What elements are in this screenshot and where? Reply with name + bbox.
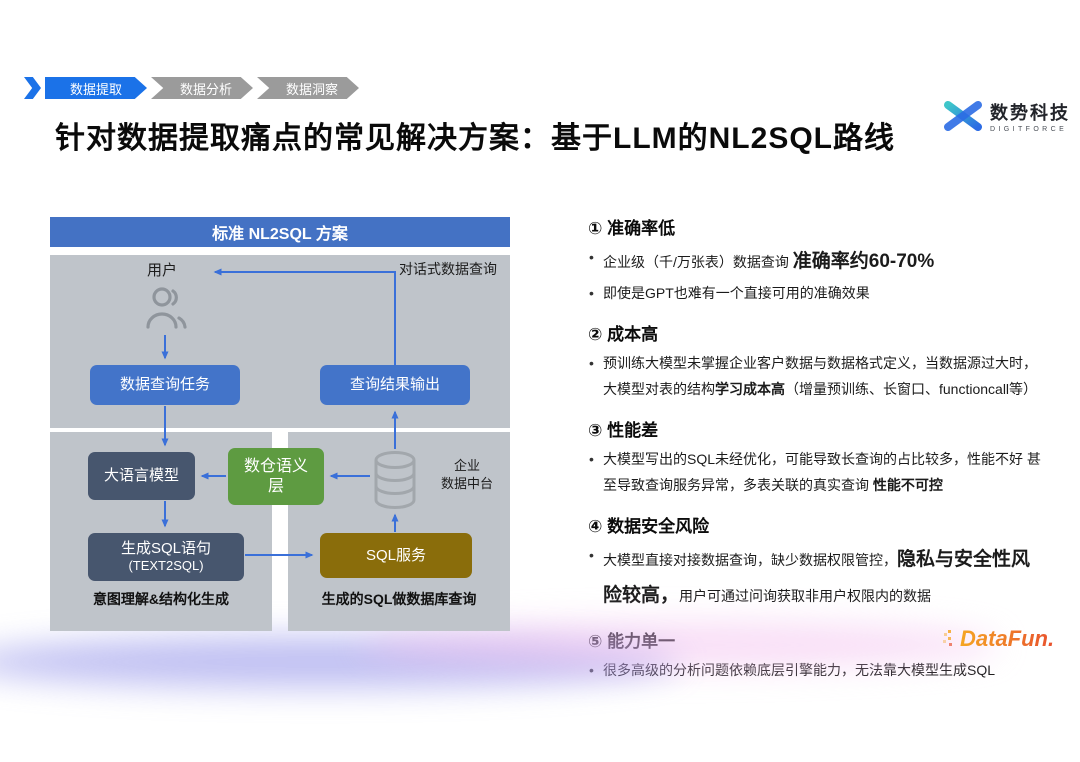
issue-heading: ③ 性能差 (588, 416, 1044, 441)
issue-accuracy: ① 准确率低 • 企业级（千/万张表）数据查询 准确率约60-70% • 即使是GP… (588, 214, 1044, 307)
breadcrumb-item-data-insight: 数据洞察 (257, 77, 359, 99)
datafun-pixels-icon (948, 630, 958, 648)
bullet-text-bold: 隐私与安全性风险较高， (603, 549, 1031, 607)
issue-cost: ② 成本高 • 预训练大模型未掌握企业客户数据与数据格式定义，当数据源过大时，大模… (588, 320, 1044, 403)
caption-intent-understanding: 意图理解&结构化生成 (92, 591, 230, 607)
database-cylinder-icon (374, 451, 416, 509)
node-query-result-output: 查询结果输出 (320, 365, 470, 405)
enterprise-line1: 企业 (453, 458, 480, 473)
bullet-text: 用户可通过问询获取非用户权限内的数据 (679, 588, 932, 605)
issue-number: ① (588, 219, 603, 238)
issue-security: ④ 数据安全风险 • 大模型直接对接数据查询，缺少数据权限管控，隐私与安全性风险较… (588, 512, 1044, 614)
issue-title: 成本高 (607, 324, 659, 344)
breadcrumb-item-data-extraction: 数据提取 (45, 77, 147, 99)
caption-sql-db-query: 生成的SQL做数据库查询 (321, 591, 477, 607)
issue-performance: ③ 性能差 • 大模型写出的SQL未经优化，可能导致长查询的占比较多，性能不好 甚… (588, 416, 1044, 499)
issue-number: ② (588, 324, 603, 344)
breadcrumb-item-data-analysis: 数据分析 (151, 77, 253, 99)
user-group-icon (146, 287, 187, 329)
bullet-text: 大模型直接对接数据查询，缺少数据权限管控， (603, 552, 897, 569)
page-title: 针对数据提取痛点的常见解决方案：基于LLM的NL2SQL路线 (55, 122, 895, 155)
chevron-right-icon (24, 77, 41, 99)
generate-sql-line1: 生成SQL语句 (120, 540, 211, 558)
datafun-wordmark: DataFun. (960, 626, 1055, 651)
bullet-text: 预训练大模型未掌握企业客户数据与数据格式定义，当数据源过大时，大模型对表的结构 (603, 354, 1037, 398)
brand-subname: DIGITFORCE (990, 126, 1068, 133)
digitforce-x-icon (944, 101, 982, 131)
diagram-panel-bottom-right (288, 432, 510, 631)
issue-title: 准确率低 (607, 219, 676, 238)
enterprise-data-platform-label: 企业 数据中台 (428, 457, 506, 492)
breadcrumb-label: 数据分析 (179, 81, 232, 97)
breadcrumb: 数据提取 数据分析 数据洞察 (24, 77, 359, 99)
issue-bullet: • 即使是GPT也难有一个直接可用的准确效果 (588, 280, 1044, 307)
node-data-query-task: 数据查询任务 (90, 365, 240, 405)
dialog-query-label: 对话式数据查询 (399, 261, 497, 277)
breadcrumb-label: 数据提取 (69, 81, 122, 97)
node-llm: 大语言模型 (88, 452, 195, 500)
bullet-dot: • (589, 354, 594, 371)
user-label: 用户 (147, 262, 178, 279)
bullet-dot: • (589, 547, 594, 564)
bullet-dot: • (589, 285, 594, 302)
issue-bullet: • 大模型写出的SQL未经优化，可能导致长查询的占比较多，性能不好 甚至导致查询服… (588, 446, 1044, 499)
issue-number: ③ (588, 420, 603, 440)
bullet-text-bold: 学习成本高 (715, 381, 785, 398)
issue-heading: ② 成本高 (588, 320, 1044, 345)
bullet-text: 即使是GPT也难有一个直接可用的准确效果 (603, 285, 870, 302)
bullet-text-bold: 性能不可控 (872, 477, 943, 494)
diagram-header: 标准 NL2SQL 方案 (50, 217, 510, 247)
issue-bullet: • 预训练大模型未掌握企业客户数据与数据格式定义，当数据源过大时，大模型对表的结构… (588, 350, 1044, 403)
brand-name: 数势科技 (990, 103, 1070, 123)
issue-title: 数据安全风险 (607, 517, 710, 537)
semantic-layer-line1: 数仓语义 (243, 458, 308, 476)
generate-sql-line2: (TEXT2SQL) (128, 558, 204, 574)
bullet-text: 大模型写出的SQL未经优化，可能导致长查询的占比较多，性能不好 甚至导致查询服务… (603, 450, 1041, 494)
nl2sql-diagram: 标准 NL2SQL 方案 用户 对话式数据查询 (50, 217, 510, 631)
semantic-layer-line2: 层 (267, 477, 284, 495)
bullet-text-bold: 准确率约60-70% (792, 251, 935, 272)
issue-bullet: • 企业级（千/万张表）数据查询 准确率约60-70% (588, 244, 1044, 280)
issue-heading: ① 准确率低 (588, 214, 1044, 239)
node-sql-service: SQL服务 (320, 533, 472, 578)
bullet-dot: • (589, 450, 594, 467)
node-semantic-layer: 数仓语义 层 (228, 448, 324, 505)
breadcrumb-label: 数据洞察 (285, 81, 338, 97)
enterprise-line2: 数据中台 (440, 475, 493, 491)
bullet-dot: • (589, 249, 594, 265)
bullet-text: 企业级（千/万张表）数据查询 (603, 254, 793, 270)
issue-title: 性能差 (607, 420, 659, 440)
node-generate-sql: 生成SQL语句 (TEXT2SQL) (88, 533, 244, 581)
issue-bullet: • 大模型直接对接数据查询，缺少数据权限管控，隐私与安全性风险较高，用户可通过问询… (588, 542, 1044, 614)
bullet-text: （增量预训练、长窗口、functioncall等） (785, 381, 1038, 398)
issue-heading: ④ 数据安全风险 (588, 512, 1044, 537)
flow-arrows (161, 268, 399, 559)
issues-list: ① 准确率低 • 企业级（千/万张表）数据查询 准确率约60-70% • 即使是GP… (588, 214, 1044, 684)
issue-number: ④ (588, 517, 603, 537)
brand-logo: 数势科技 DIGITFORCE (943, 99, 1070, 133)
datafun-logo: DataFun. (948, 626, 1054, 652)
